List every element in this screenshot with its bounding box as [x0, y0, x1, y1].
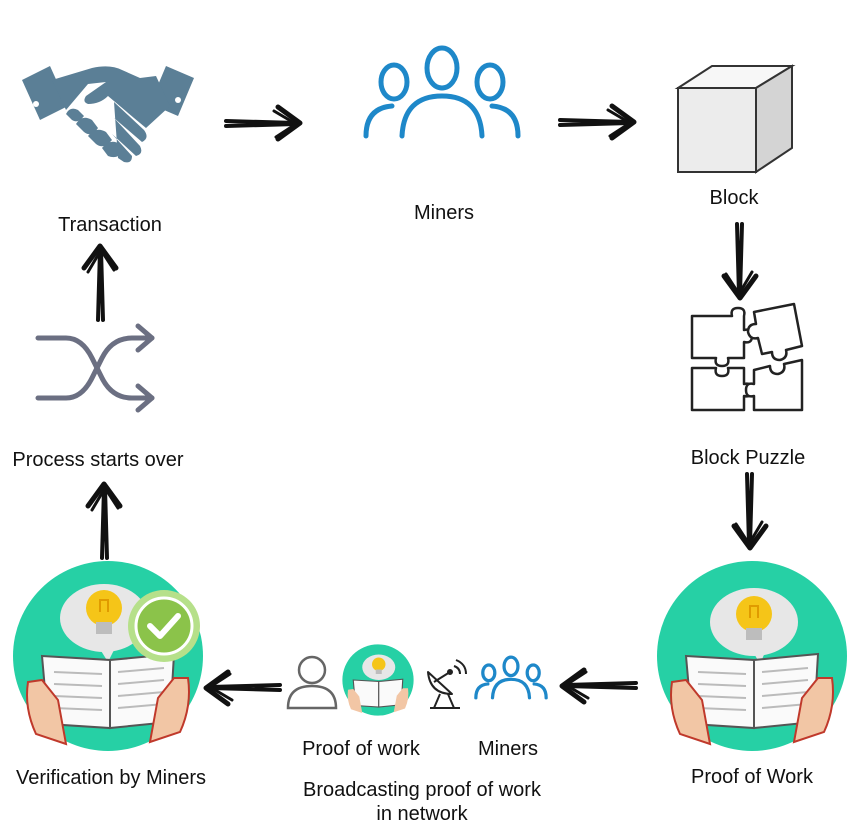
block-puzzle-label: Block Puzzle [690, 447, 806, 469]
arrow-proof-to-broadcast [560, 666, 640, 706]
miners-small-icon [474, 655, 548, 700]
broadcasting-label: Broadcasting proof of work [303, 779, 541, 801]
satellite-dish-icon [427, 659, 467, 709]
arrow-puzzle-to-proof [730, 474, 770, 554]
arrow-block-to-puzzle [720, 224, 760, 304]
block-label: Block [709, 187, 759, 209]
transaction-label: Transaction [58, 214, 162, 236]
arrow-broadcast-to-verification [204, 668, 284, 708]
miners-top-label: Miners [413, 202, 474, 224]
arrow-transaction-to-miners [226, 103, 306, 143]
verification-icon [13, 561, 203, 751]
puzzle-icon [690, 302, 804, 412]
miners-icon [363, 45, 521, 139]
proof-of-work-small-label: Proof of work [302, 738, 420, 760]
shuffle-icon [35, 323, 155, 413]
handshake-icon [22, 66, 194, 163]
broadcasting-label-line2: in network [376, 803, 468, 825]
arrow-miners-to-block [560, 102, 640, 142]
person-icon [286, 655, 338, 710]
proof-of-work-right-label: Proof of Work [691, 766, 813, 788]
miners-small-label: Miners [477, 738, 538, 760]
arrow-verification-to-restart [84, 482, 124, 562]
process-starts-over-label: Process starts over [12, 449, 184, 471]
arrow-restart-to-transaction [80, 244, 120, 324]
proof-of-work-small-icon [342, 644, 414, 716]
proof-of-work-icon [657, 561, 847, 751]
block-cube-icon [674, 64, 796, 174]
verification-label: Verification by Miners [15, 767, 207, 789]
